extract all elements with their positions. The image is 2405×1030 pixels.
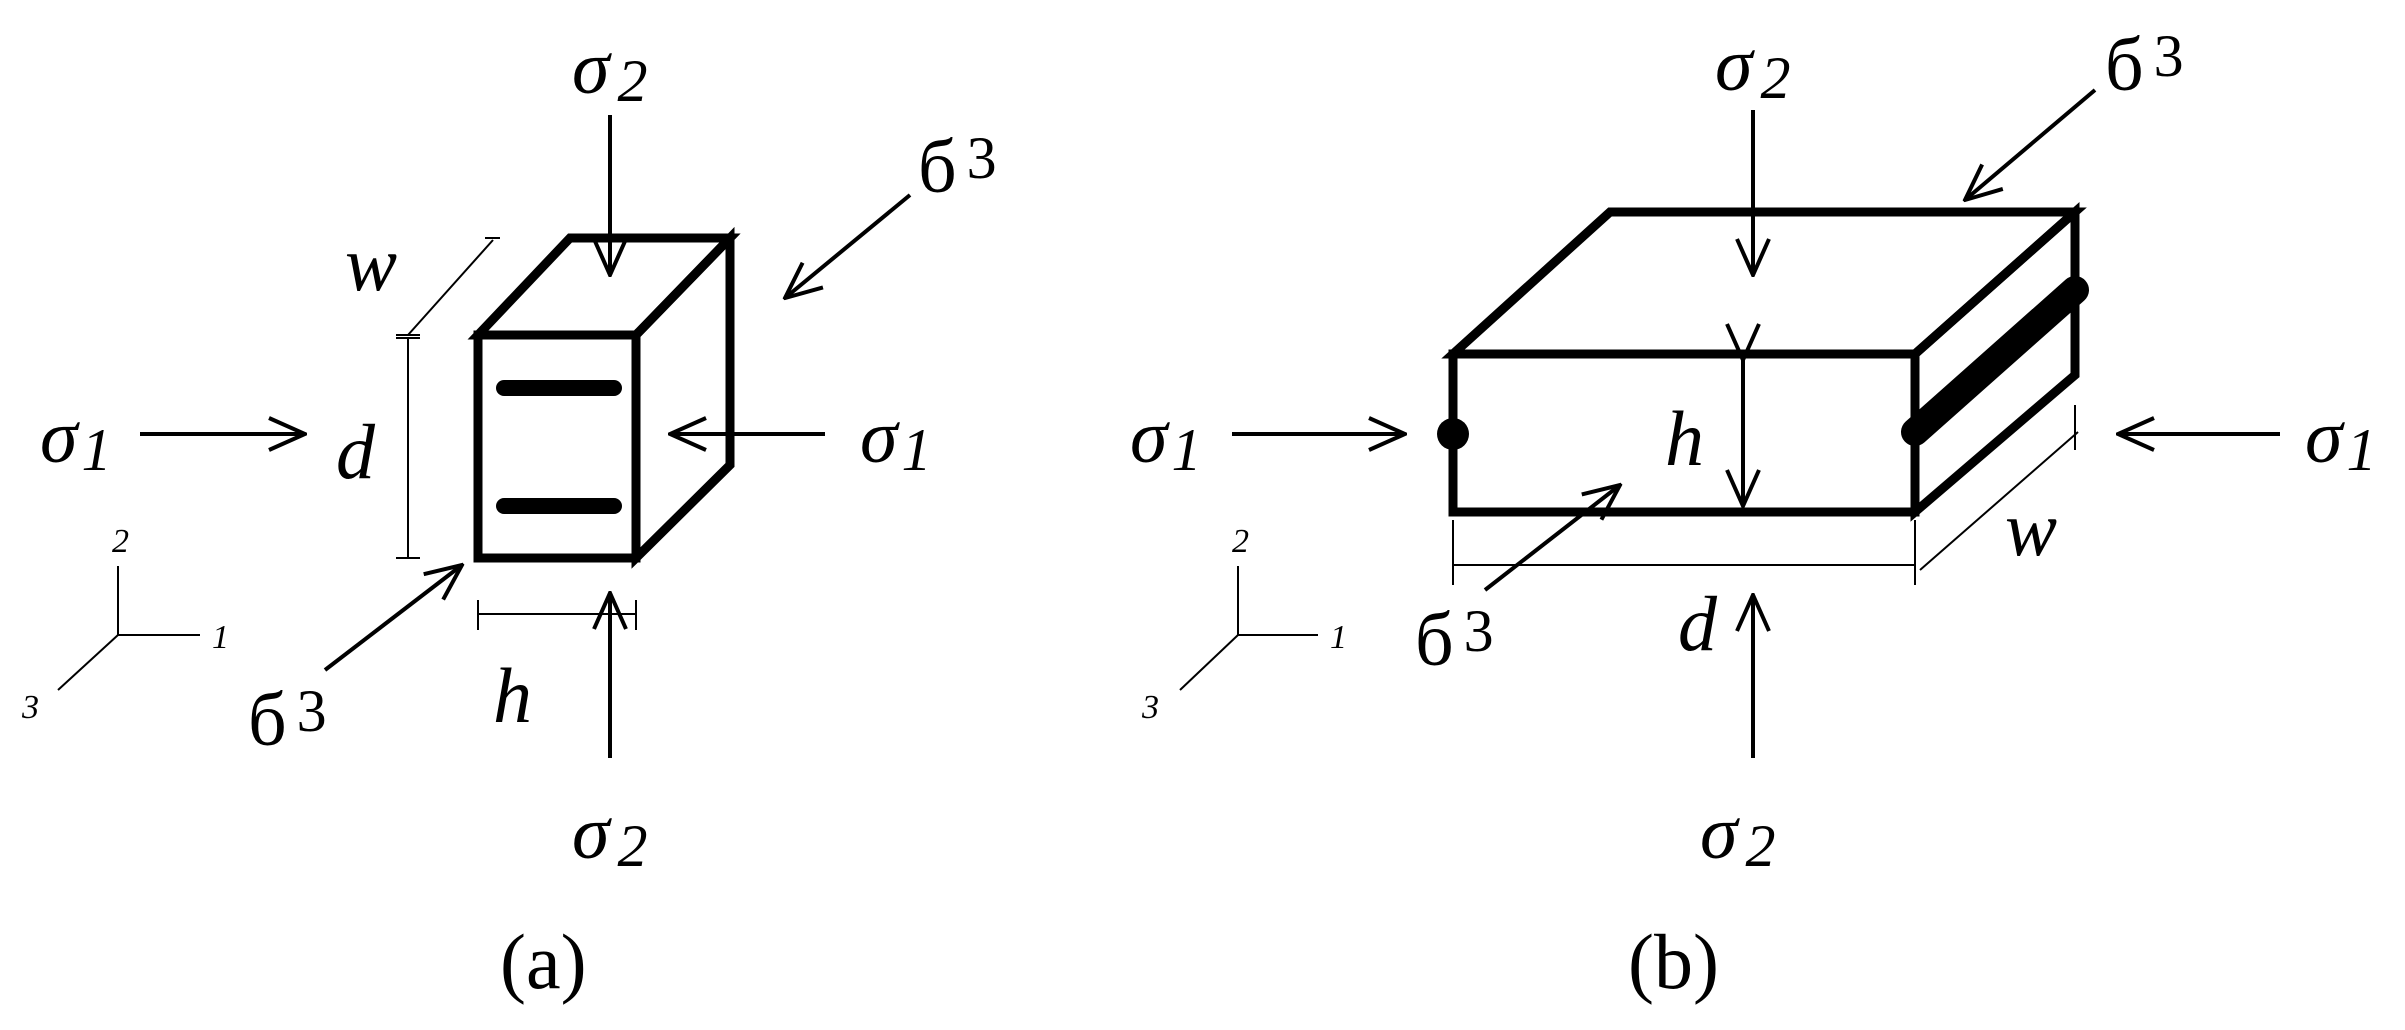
specimen-a-side-face (631, 226, 735, 569)
dimension-w-b (1919, 405, 2079, 571)
label-dim-d-b: d (1678, 580, 1718, 667)
axis-2-label-a: 2 (112, 523, 129, 560)
arrow-sigma3-bottom-a (323, 565, 462, 672)
label-sigma1-left-b: σ1 (1130, 395, 1201, 483)
axis-triad-b: 2 1 3 (1141, 523, 1347, 726)
specimen-a-top-face (467, 233, 741, 340)
axis-2-label-b: 2 (1232, 523, 1249, 560)
specimen-b-contact-dot (1437, 418, 1469, 450)
label-sigma1-left-a: σ1 (40, 395, 111, 483)
dimension-h-a (477, 600, 637, 630)
arrow-sigma3-top-a (785, 193, 912, 298)
label-dim-h-a: h (493, 652, 532, 739)
dimension-d-b (1452, 520, 1916, 585)
axis-3-label-b: 3 (1141, 689, 1159, 726)
caption-a: (a) (500, 918, 587, 1005)
arrow-sigma3-top-b (1965, 88, 2097, 200)
label-dim-w-a: w (345, 220, 397, 307)
axis-1-label-a: 1 (212, 619, 229, 656)
label-dim-h-b: h (1665, 395, 1704, 482)
dimension-d-a (396, 337, 420, 559)
axis-3-label-a: 3 (21, 689, 39, 726)
specimen-b (1437, 201, 2089, 522)
arrow-sigma3-bottom-b (1483, 485, 1620, 592)
specimen-b-side-face (1910, 201, 2080, 522)
label-sigma1-right-a: σ1 (860, 395, 931, 483)
specimen-b-top-face (1441, 207, 2087, 359)
label-dim-d-a: d (336, 408, 376, 495)
caption-b: (b) (1628, 918, 1719, 1005)
specimen-a (467, 226, 741, 569)
specimen-a-front-face (473, 330, 641, 563)
label-dim-w-b: w (2005, 485, 2057, 572)
label-sigma1-right-b: σ1 (2305, 395, 2376, 483)
dimension-w-a (396, 237, 500, 336)
axis-triad-a: 2 1 3 (21, 523, 229, 726)
axis-1-label-b: 1 (1330, 619, 1347, 656)
specimen-b-edge-bar (1901, 276, 2089, 446)
